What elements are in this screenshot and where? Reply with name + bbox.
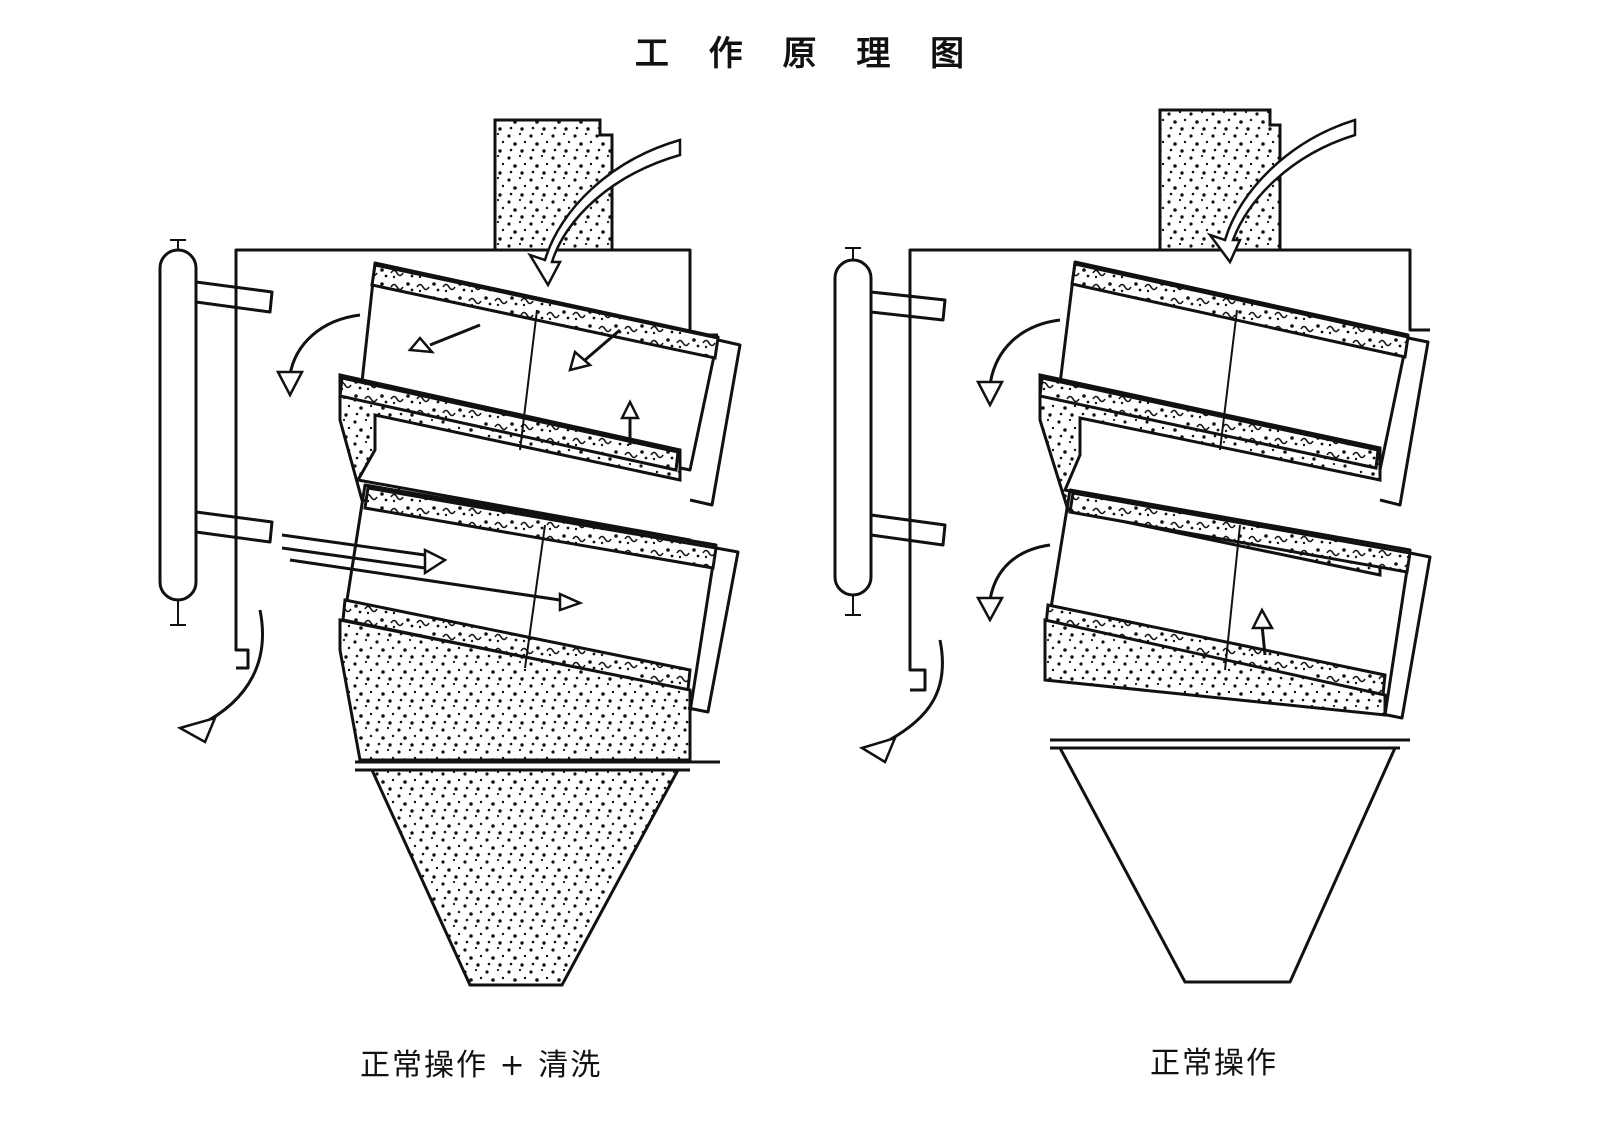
right-flow-arrow-out-upper [988,318,1061,386]
left-panel-caption: 正常操作 + 清洗 [360,1048,603,1083]
right-upper-screen [1070,262,1410,359]
left-side-door-lower [687,546,740,714]
left-hopper-cone [369,768,681,987]
left-upper-screen [370,263,720,360]
left-nozzle-upper [195,280,274,314]
left-inlet-arrow [527,138,682,288]
right-flow-arrow-out-mid [988,543,1051,601]
right-side-door-upper [1379,336,1430,507]
right-hopper-cone [1058,746,1397,984]
diagram-title: 工 作 原 理 图 [634,34,979,74]
right-nozzle-lower [870,513,947,547]
left-flow-arrow-out-lower [199,609,264,727]
left-flow-arrow-out-upper [288,313,361,376]
right-middle-deck [1038,373,1382,577]
right-backwash-header [833,258,873,597]
left-lower-bed-upper [363,486,718,570]
left-flow-arrow-mid [429,323,621,362]
right-middle-screen [1038,376,1380,470]
right-nozzle-upper [870,290,947,322]
right-panel-caption: 正常操作 [1150,1046,1278,1081]
left-middle-screen [338,376,680,472]
right-flow-arrow-out-lower [879,639,944,747]
left-nozzle-lower [195,510,274,544]
left-backwash-header [158,248,198,602]
right-unit [833,108,1432,984]
left-bottom-bed [338,618,692,762]
right-inlet-arrow [1206,118,1357,265]
left-middle-deck [338,373,692,562]
right-flow-arrow-up [1260,624,1267,656]
left-side-door-upper [689,338,742,507]
left-jet-arrow-1 [281,533,561,602]
right-side-door-lower [1381,551,1432,720]
right-housing [908,248,1430,692]
left-unit [158,118,742,987]
